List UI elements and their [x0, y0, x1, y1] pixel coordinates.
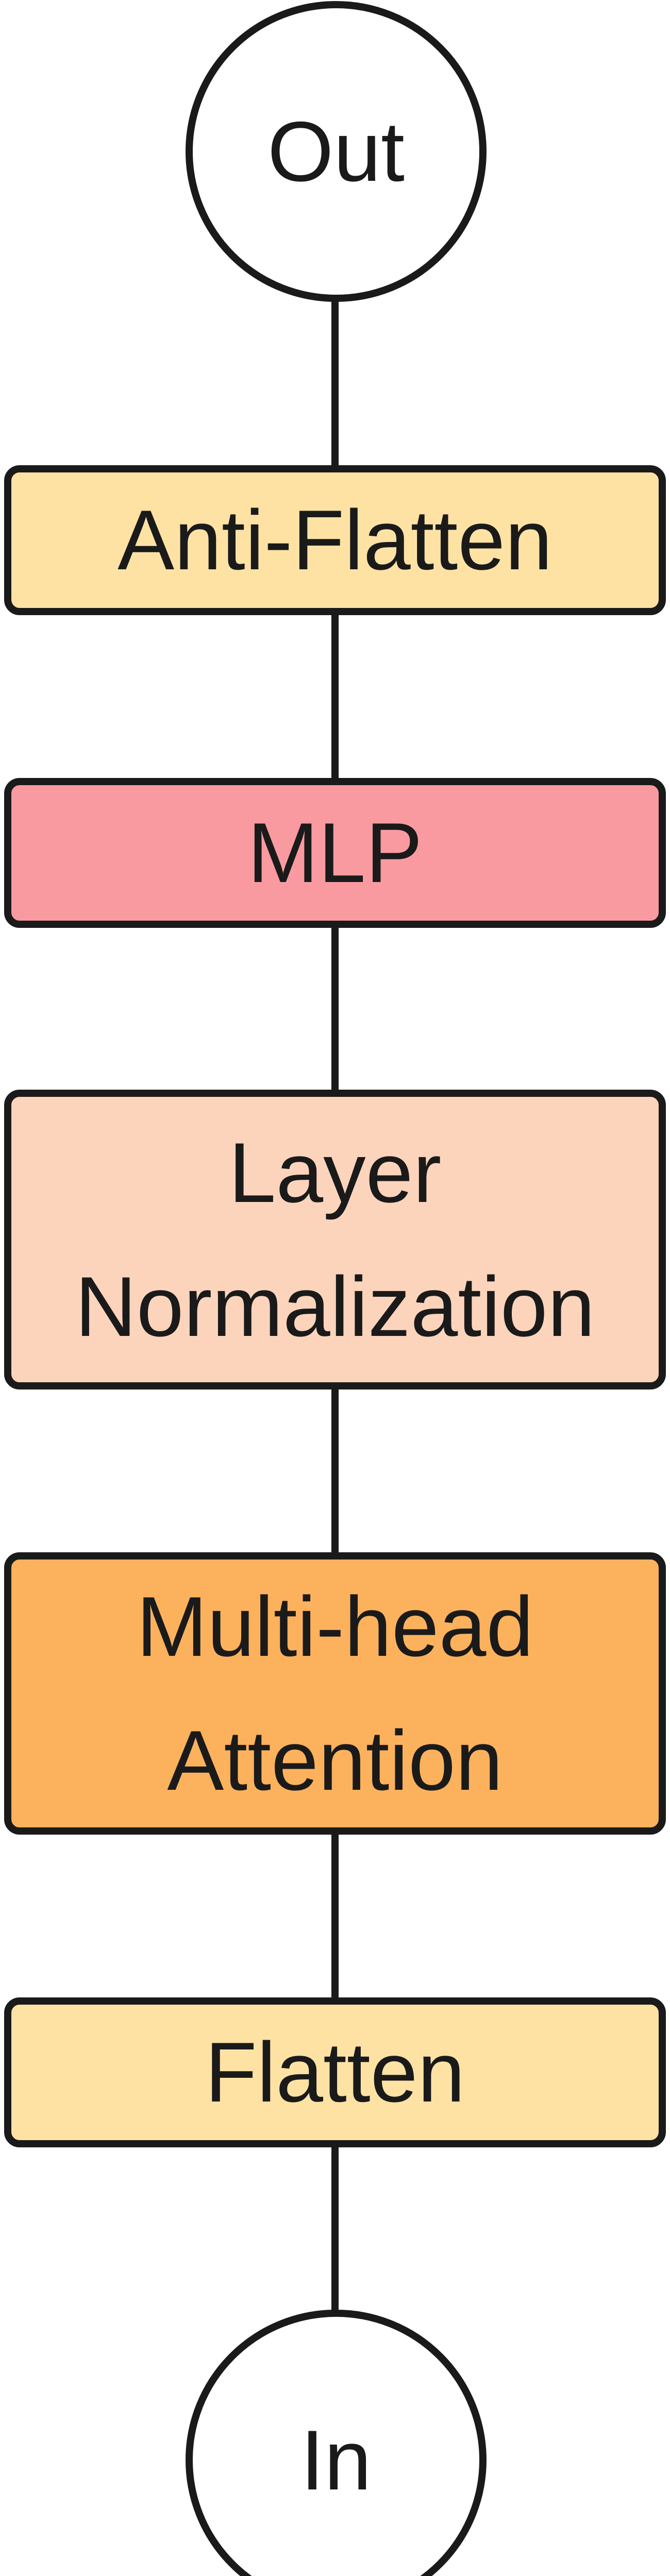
node-multi-head-attention-label: Multi-head Attention [137, 1560, 533, 1827]
edge-mlp-layernorm [331, 925, 339, 1095]
node-out-label: Out [267, 104, 405, 199]
edge-layernorm-mha [331, 1386, 339, 1557]
node-layer-normalization-line1: Layer [228, 1125, 442, 1220]
edge-out-antiflatten [331, 296, 339, 471]
node-layer-normalization-label: Layer Normalization [75, 1106, 595, 1374]
node-mlp-label: MLP [247, 805, 423, 900]
edge-flatten-in [331, 2143, 339, 2316]
node-mlp: MLP [4, 778, 666, 928]
node-multi-head-attention-line1: Multi-head [136, 1579, 534, 1674]
node-flatten-label: Flatten [205, 2025, 465, 2120]
node-out-terminal: Out [186, 1, 487, 302]
node-multi-head-attention: Multi-head Attention [4, 1552, 666, 1835]
node-layer-normalization: Layer Normalization [4, 1090, 666, 1389]
node-anti-flatten-label: Anti-Flatten [118, 493, 552, 587]
node-in-label: In [300, 2412, 372, 2507]
node-layer-normalization-line2: Normalization [75, 1259, 595, 1354]
node-multi-head-attention-line2: Attention [167, 1713, 503, 1808]
edge-mha-flatten [331, 1832, 339, 2002]
node-flatten: Flatten [4, 1997, 666, 2147]
node-in-terminal: In [186, 2310, 487, 2576]
node-anti-flatten: Anti-Flatten [4, 465, 666, 615]
edge-antiflatten-mlp [331, 612, 339, 783]
